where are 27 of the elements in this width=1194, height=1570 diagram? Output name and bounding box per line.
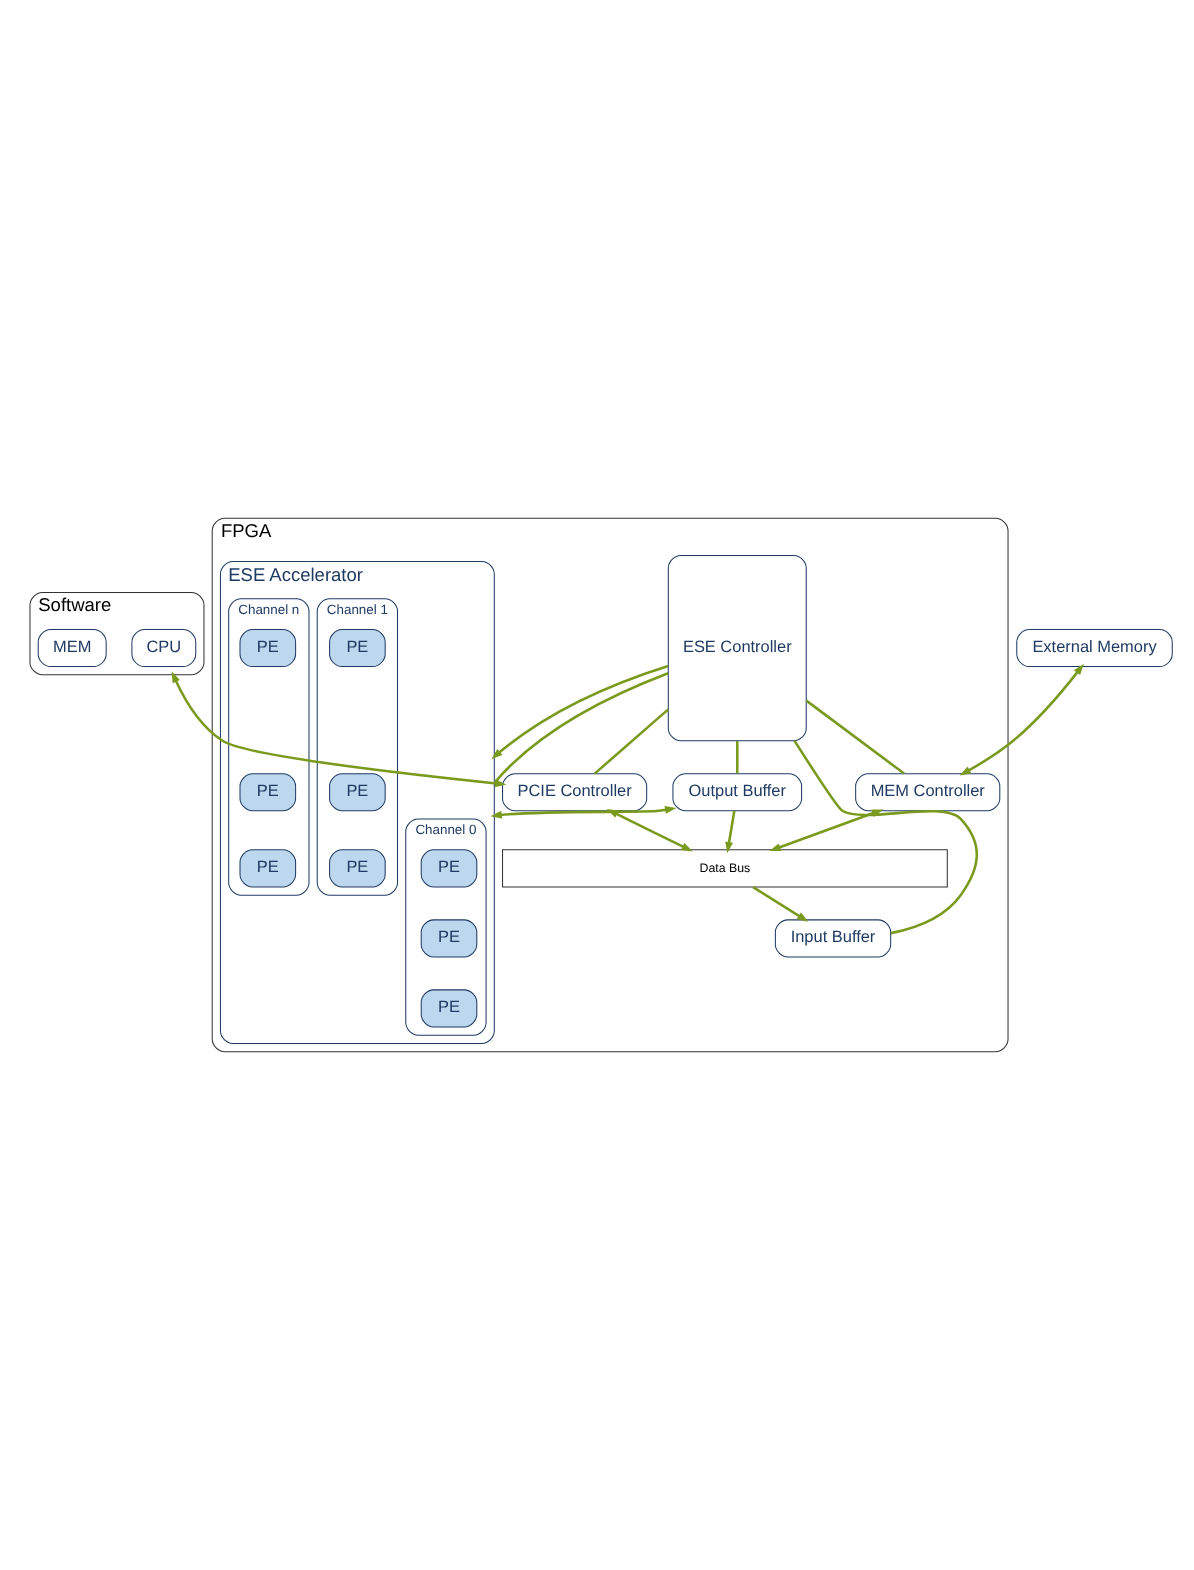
connector	[493, 672, 669, 785]
node-box: PE	[239, 629, 297, 668]
node-box: PCIE Controller	[502, 773, 648, 812]
node-box: PE	[239, 849, 297, 888]
node-box: PE	[239, 773, 297, 812]
connector	[793, 740, 979, 935]
node-box: External Memory	[1016, 629, 1173, 668]
node-box: Output Buffer	[672, 773, 803, 812]
node-box: PE	[329, 849, 386, 888]
node-box: PE	[329, 629, 386, 668]
arrow	[752, 886, 809, 922]
node-box: CPU	[131, 629, 197, 668]
node-box: MEM Controller	[855, 773, 1001, 812]
node-box: PE	[420, 919, 478, 958]
connector	[736, 741, 739, 774]
arrow	[171, 671, 507, 788]
node-box: MEM	[37, 629, 107, 668]
node-box: Input Buffer	[774, 919, 892, 958]
arrow	[959, 663, 1084, 776]
arrow	[725, 810, 736, 854]
connector	[805, 699, 905, 775]
arrow	[491, 664, 669, 760]
node-box: PE	[329, 773, 386, 812]
node-box: PE	[420, 989, 478, 1028]
node-box: PE	[420, 849, 478, 888]
connector	[593, 708, 670, 775]
node-box: ESE Controller	[667, 554, 807, 742]
